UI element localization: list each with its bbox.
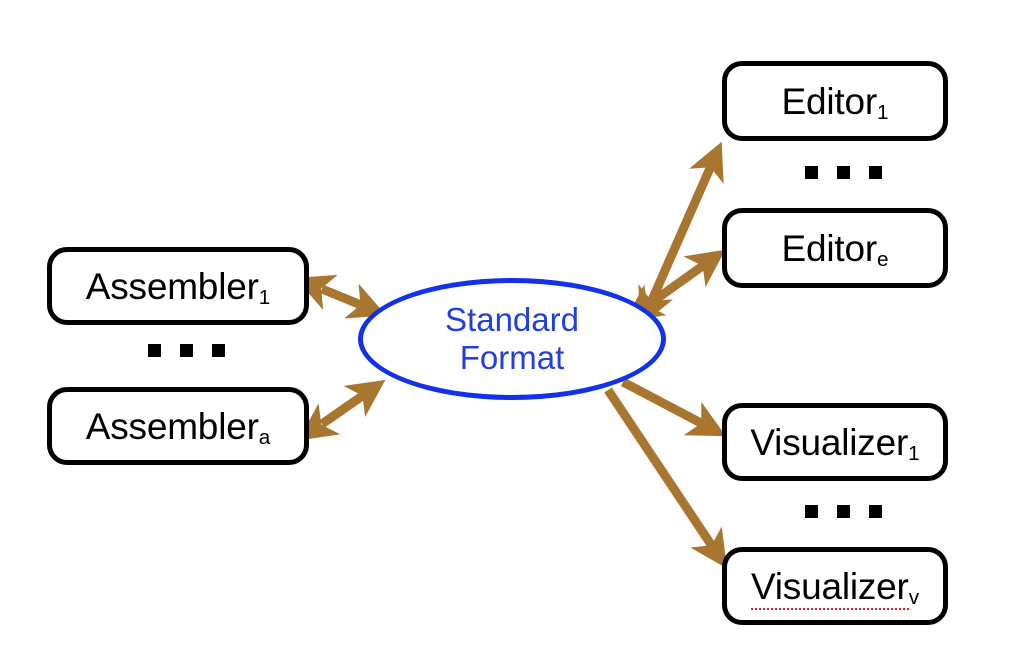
node-editor-e-base: Editor <box>781 227 878 269</box>
ellipsis-dot <box>869 505 882 518</box>
node-assembler-1[interactable]: Assembler1 <box>47 247 309 325</box>
node-visualizer-1-label: Visualizer1 <box>750 421 919 464</box>
hub-label-line1: Standard <box>445 300 579 338</box>
node-assembler-a-subscript: a <box>258 425 271 449</box>
node-editor-e[interactable]: Editore <box>722 208 948 288</box>
node-visualizer-v-label: Visualizerv <box>750 565 919 610</box>
node-visualizer-1[interactable]: Visualizer1 <box>722 403 948 481</box>
ellipsis-assemblers <box>148 344 225 357</box>
node-visualizer-v-subscript: v <box>908 585 920 609</box>
arrow-visualizer-1-link <box>620 378 726 437</box>
node-editor-1-label: Editor1 <box>781 80 889 123</box>
hub-label-line2: Format <box>459 339 565 376</box>
node-visualizer-v-base: Visualizer <box>750 565 909 610</box>
arrow-editor-e-link <box>624 249 726 322</box>
node-editor-1-base: Editor <box>781 80 878 122</box>
arrow-assembler-1-link <box>295 274 387 319</box>
arrow-visualizer-v-link <box>604 387 727 569</box>
ellipsis-dot <box>837 166 850 179</box>
node-assembler-1-base: Assembler <box>85 265 259 307</box>
node-visualizer-v[interactable]: Visualizerv <box>722 547 948 625</box>
ellipsis-visualizers <box>805 505 882 518</box>
ellipsis-dot <box>148 344 161 357</box>
node-assembler-1-subscript: 1 <box>258 285 271 309</box>
node-editor-1[interactable]: Editor1 <box>722 61 948 141</box>
node-visualizer-1-base: Visualizer <box>750 421 909 463</box>
hub-label: Standard Format <box>445 301 579 378</box>
node-assembler-1-label: Assembler1 <box>85 265 271 308</box>
ellipsis-dot <box>180 344 193 357</box>
node-standard-format[interactable]: Standard Format <box>358 278 666 400</box>
node-assembler-a-label: Assemblera <box>85 405 271 448</box>
ellipsis-dot <box>805 166 818 179</box>
ellipsis-dot <box>212 344 225 357</box>
node-visualizer-1-subscript: 1 <box>908 441 920 465</box>
ellipsis-dot <box>869 166 882 179</box>
node-editor-e-label: Editore <box>781 227 889 270</box>
ellipsis-dot <box>805 505 818 518</box>
ellipsis-editors <box>805 166 882 179</box>
ellipsis-dot <box>837 505 850 518</box>
arrow-assembler-a-link <box>298 379 386 441</box>
node-assembler-a[interactable]: Assemblera <box>47 387 309 465</box>
node-editor-e-subscript: e <box>876 247 889 271</box>
node-assembler-a-base: Assembler <box>85 405 259 447</box>
node-editor-1-subscript: 1 <box>876 100 889 124</box>
